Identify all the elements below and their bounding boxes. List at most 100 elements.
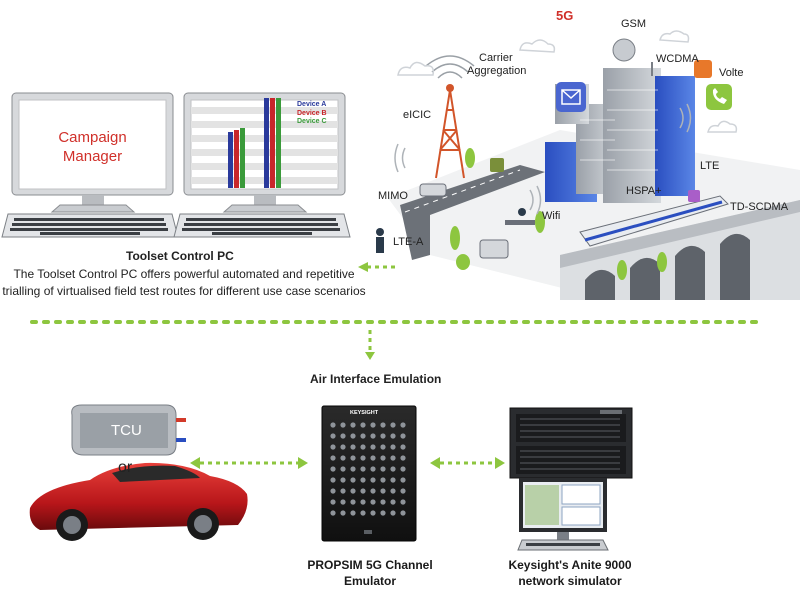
propsim-caption: PROPSIM 5G Channel Emulator [290, 557, 450, 589]
bench-person-icon [518, 208, 526, 216]
building-grey-tall [603, 68, 661, 203]
label-tdscdma: TD-SCDMA [730, 201, 789, 213]
tcu-device [71, 404, 186, 456]
label-gsm: GSM [621, 18, 647, 30]
rf-connector-grid [330, 422, 406, 516]
rf-connector [400, 444, 406, 450]
rf-connector [380, 466, 386, 472]
city-illustration [376, 30, 800, 300]
rf-connector [330, 488, 336, 494]
label-volte: Volte [719, 67, 744, 79]
rf-connector [380, 499, 386, 505]
red-sports-car [29, 462, 248, 541]
rf-connector [390, 499, 396, 505]
rf-connector [400, 422, 406, 428]
monitor-bar-chart [228, 98, 281, 188]
van-icon [479, 239, 509, 259]
building-blue-tall [655, 76, 695, 196]
rf-connector [360, 488, 366, 494]
rf-connector [330, 477, 336, 483]
cloud-icon [397, 61, 435, 76]
rf-connector [340, 466, 346, 472]
rf-connector [340, 433, 346, 439]
propsim-line-2: Emulator [343, 574, 396, 588]
rf-connector [400, 499, 406, 505]
rf-connector [380, 455, 386, 461]
rf-connector [350, 422, 356, 428]
campaign-line-1: Campaign [58, 129, 127, 146]
video-call-icon [694, 60, 712, 78]
message-icon [688, 190, 700, 202]
rf-connector [400, 433, 406, 439]
rf-connector [390, 510, 396, 516]
anite-monitor [517, 478, 609, 551]
legend-device-a: Device A [297, 101, 327, 108]
left-keyboard [1, 213, 179, 238]
rf-connector [360, 477, 366, 483]
tcu-connector-red [176, 418, 186, 422]
bar-device-b-1 [234, 130, 239, 188]
label-eicic: eICIC [403, 109, 432, 121]
rf-connector [340, 477, 346, 483]
rf-connector [350, 444, 356, 450]
rf-connector [380, 444, 386, 450]
label-hspa: HSPA+ [626, 185, 662, 197]
rf-connector [330, 455, 336, 461]
bar-device-a-1 [228, 132, 233, 188]
rf-connector [390, 444, 396, 450]
air-interface-label: Air Interface Emulation [310, 372, 442, 386]
rf-connector [360, 455, 366, 461]
tcu-label: TCU [111, 422, 142, 439]
rf-connector [360, 433, 366, 439]
or-label: or [118, 459, 133, 476]
rf-connector [400, 510, 406, 516]
rf-connector [350, 477, 356, 483]
legend-device-b: Device B [297, 109, 327, 117]
rf-connector [370, 488, 376, 494]
rf-connector [340, 422, 346, 428]
rf-connector [330, 422, 336, 428]
rf-connector [340, 488, 346, 494]
rf-connector [380, 488, 386, 494]
label-ltea: LTE-A [393, 236, 424, 248]
left-monitor [11, 92, 174, 213]
rf-connector [360, 499, 366, 505]
dotted-arrow-left [190, 457, 308, 469]
rf-connector [350, 466, 356, 472]
rf-connector [380, 477, 386, 483]
bar-device-c-1 [240, 128, 245, 188]
rf-connector [350, 488, 356, 494]
rf-connector [370, 455, 376, 461]
rf-connector [390, 466, 396, 472]
rf-connector [380, 510, 386, 516]
rf-connector [390, 455, 396, 461]
rf-connector [390, 477, 396, 483]
legend-device-c: Device C [297, 118, 327, 125]
rf-connector [330, 444, 336, 450]
rf-connector [360, 510, 366, 516]
person-icon [376, 228, 384, 236]
rf-connector [360, 466, 366, 472]
rf-connector [350, 455, 356, 461]
rf-connector [330, 499, 336, 505]
bar-device-b-2 [270, 98, 275, 188]
rf-connector [370, 444, 376, 450]
rf-connector [340, 455, 346, 461]
anite-line-2: network simulator [518, 574, 622, 588]
rf-connector [350, 510, 356, 516]
tcu-connector-blue [176, 438, 186, 442]
rf-connector [370, 422, 376, 428]
dotted-arrow-down [365, 330, 375, 360]
propsim-brand: KEYSIGHT [350, 410, 379, 416]
rf-connector [370, 499, 376, 505]
dotted-arrow-right [430, 457, 505, 469]
satellite-dish-icon [612, 38, 636, 62]
rf-connector [330, 510, 336, 516]
rf-connector [390, 433, 396, 439]
label-wcdma: WCDMA [656, 53, 699, 65]
dotted-arrow-to-pc [358, 262, 395, 272]
rf-connector [360, 444, 366, 450]
toolset-desc-line-2: trialling of virtualised field test rout… [2, 284, 366, 298]
campaign-manager-text: Campaign Manager [19, 128, 166, 166]
bar-device-a-2 [264, 98, 269, 188]
